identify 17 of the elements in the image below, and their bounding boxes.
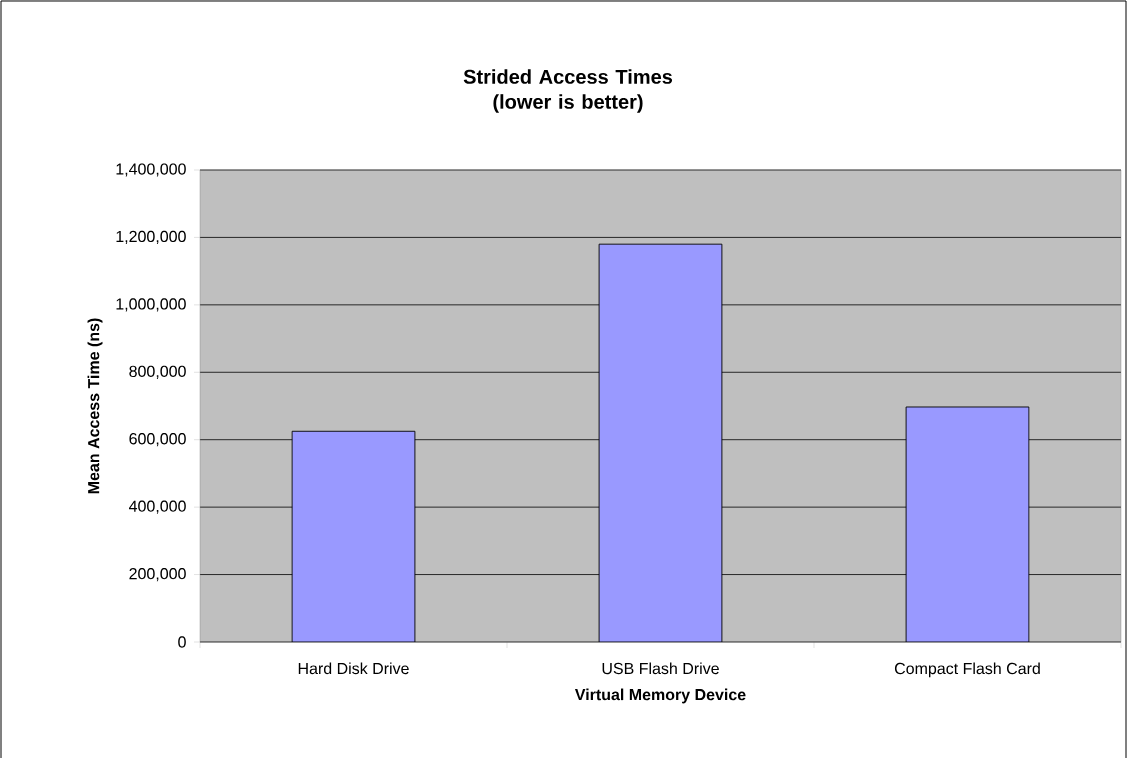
- tick-label: 800,000: [129, 365, 186, 379]
- category-label: USB Flash Drive: [602, 662, 719, 675]
- category-label: Hard Disk Drive: [298, 662, 409, 675]
- tick-label: 1,000,000: [116, 298, 186, 312]
- tick-label: 400,000: [129, 500, 186, 514]
- bar: [291, 430, 416, 642]
- axis-title: Mean Access Time (ns): [87, 318, 103, 494]
- chart-title: Strided Access Times (lower is better): [463, 69, 673, 113]
- category-label: Compact Flash Card: [894, 662, 1040, 678]
- tick-label: 600,000: [129, 433, 186, 447]
- tick-label: 1,200,000: [116, 230, 186, 244]
- tick-label: 1,400,000: [116, 163, 186, 177]
- bar: [598, 243, 723, 642]
- bar: [905, 406, 1030, 642]
- axis-title: Virtual Memory Device: [574, 688, 746, 704]
- tick-label: 200,000: [129, 568, 186, 582]
- tick-label: 0: [178, 636, 186, 648]
